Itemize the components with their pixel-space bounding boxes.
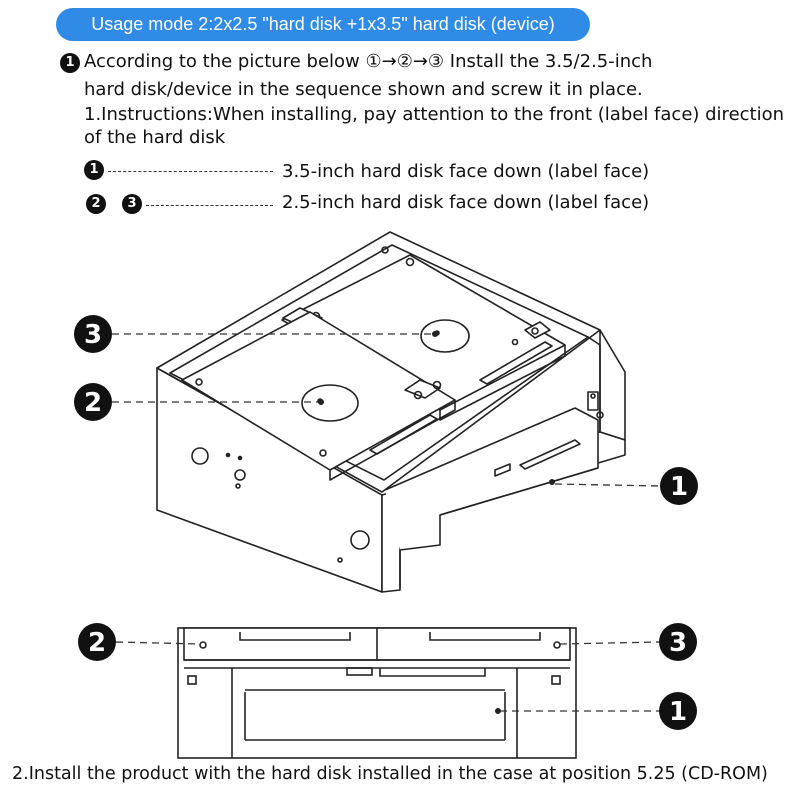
callout-3-front-label: 3 xyxy=(669,628,687,658)
callout-2-top: 2 xyxy=(74,383,324,421)
step-1-line-2: hard disk/device in the sequence shown a… xyxy=(84,79,643,100)
legend-2-text: 2.5-inch hard disk face down (label face… xyxy=(282,192,650,213)
callout-1-top-label: 1 xyxy=(670,472,688,502)
callout-2-front: 2 xyxy=(78,623,201,661)
legend-2-leader xyxy=(146,205,273,206)
callout-2-top-label: 2 xyxy=(84,388,102,418)
legend-2-marker-b: 3 xyxy=(122,194,142,214)
callout-3-front: 3 xyxy=(559,623,697,661)
top-view-callouts: 3 2 1 xyxy=(74,315,698,505)
title-banner: Usage mode 2:2x2.5 "hard disk +1x3.5" ha… xyxy=(56,8,590,41)
callout-3-top: 3 xyxy=(74,315,438,353)
legend-1-leader xyxy=(108,171,273,172)
callout-1-top: 1 xyxy=(554,467,698,505)
callout-3-top-label: 3 xyxy=(84,320,102,350)
callout-1-front-label: 1 xyxy=(669,697,687,727)
callout-2-front-label: 2 xyxy=(88,628,106,658)
legend-2-marker-a: 2 xyxy=(86,194,106,214)
front-view xyxy=(177,627,577,759)
legend-1-text: 3.5-inch hard disk face down (label face… xyxy=(282,161,650,182)
front-view-callouts: 2 3 1 xyxy=(78,623,697,730)
callout-1-front: 1 xyxy=(500,692,697,730)
step-1-line-1: According to the picture below ①→②→③ Ins… xyxy=(84,51,653,72)
step-1-line-3: 1.Instructions:When installing, pay atte… xyxy=(84,104,785,125)
footer-instruction: 2.Install the product with the hard disk… xyxy=(12,764,768,784)
step-1-line-4: of the hard disk xyxy=(84,127,226,148)
step-1-marker: 1 xyxy=(60,53,80,73)
legend-1-marker: 1 xyxy=(84,160,104,180)
drive-bay-diagram: 3 2 1 xyxy=(74,231,698,759)
